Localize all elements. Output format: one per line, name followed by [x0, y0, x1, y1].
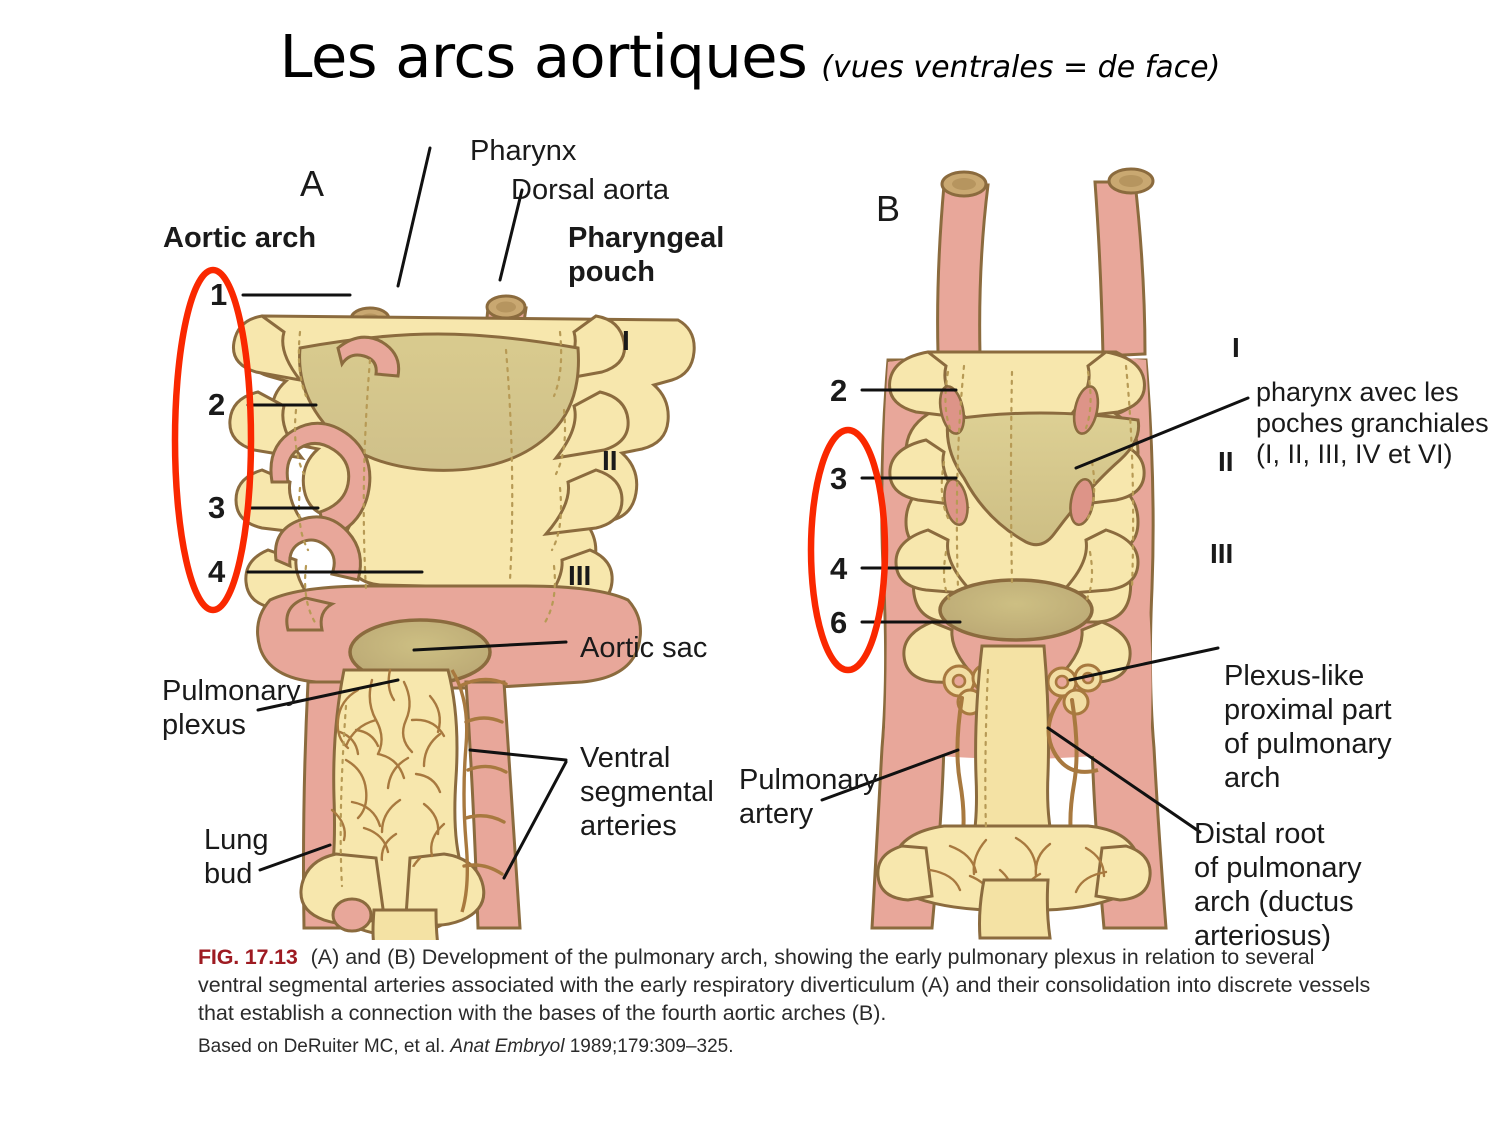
leader-lines: [241, 146, 1250, 880]
dorsal-aorta-tubes-b: [936, 167, 1155, 358]
dotted-guides-a: [293, 330, 567, 888]
red-highlight-ellipse-b: [807, 426, 889, 674]
panel-a-heading-aortic-arch: Aortic arch: [163, 222, 317, 254]
label-pulmonary-artery-line1-b: Pulmonary: [739, 764, 878, 796]
roman-numeral-II-a: II: [602, 445, 618, 476]
arch-number-2-b: 2: [830, 373, 848, 408]
annotation-fr-line1: pharynx avec les: [1256, 377, 1459, 407]
leader-pharynx-fr-b: [1074, 396, 1250, 470]
arch-number-2-a: 2: [208, 387, 226, 422]
leader-pulm-plexus-a: [256, 678, 400, 712]
label-pulmonary-plexus-line2-a: plexus: [162, 709, 246, 741]
dotted-guides-b: [940, 364, 1135, 832]
label-dorsal-aorta-a: Dorsal aorta: [511, 174, 669, 206]
arch-number-1-a: 1: [210, 277, 228, 312]
label-lung-bud-line2-a: bud: [204, 858, 253, 890]
label-plexus-like-line4-b: arch: [1224, 762, 1281, 794]
roman-numeral-III-b: III: [1210, 538, 1234, 569]
label-lung-bud-line1-a: Lung: [204, 824, 269, 856]
leader-plexus-like-b: [1068, 646, 1220, 682]
figure-number: FIG. 17.13: [198, 945, 298, 969]
figure-caption-body: (A) and (B) Development of the pulmonary…: [198, 945, 1371, 1025]
label-pharynx-a: Pharynx: [470, 135, 577, 167]
figure-source: Based on DeRuiter MC, et al. Anat Embryo…: [198, 1035, 1378, 1060]
label-aortic-sac-a: Aortic sac: [580, 632, 708, 664]
label-ventral-segmental-line1-a: Ventral: [580, 742, 671, 774]
label-pulmonary-artery-line2-b: artery: [739, 798, 814, 830]
source-suffix: 1989;179:309–325.: [564, 1035, 734, 1057]
panel-a-letter: A: [300, 163, 325, 204]
title-main-text: Les arcs aortiques: [279, 22, 808, 91]
source-prefix: Based on DeRuiter MC, et al.: [198, 1035, 451, 1057]
pulmonary-plexus-network-a: [330, 668, 446, 870]
label-ventral-segmental-line3-a: arteries: [580, 810, 677, 842]
roman-numeral-II-b: II: [1218, 446, 1234, 477]
panel-b-artwork: [870, 167, 1168, 940]
roman-numeral-III-a: III: [568, 560, 592, 591]
respiratory-trunk-b: [970, 644, 1056, 848]
label-distal-root-line1-b: Distal root: [1194, 818, 1325, 850]
leader-vsa-a-1: [468, 748, 568, 762]
label-plexus-like-line1-b: Plexus-like: [1224, 660, 1365, 692]
label-pulmonary-plexus-line1-a: Pulmonary: [162, 675, 301, 707]
title-subtitle-text: (vues ventrales = de face): [821, 50, 1221, 85]
leader-pharynx-a: [396, 146, 432, 288]
arch-number-4-a: 4: [208, 554, 226, 589]
aortic-sac-b: [938, 578, 1094, 642]
annotation-fr-line2: poches granchiales: [1256, 408, 1489, 438]
arch-number-3-a: 3: [208, 490, 226, 525]
red-highlight-ellipse-a: [171, 266, 255, 614]
figure-caption: FIG. 17.13(A) and (B) Development of the…: [198, 944, 1378, 1060]
ventral-segmental-arteries-a: [458, 677, 508, 876]
label-pharyngeal-pouch-line2-a: pouch: [568, 256, 655, 288]
label-distal-root-line3-b: arch (ductus: [1194, 886, 1354, 918]
roman-numeral-I-b: I: [1232, 332, 1240, 363]
label-ventral-segmental-line2-a: segmental: [580, 776, 714, 808]
arch-number-4-b: 4: [830, 551, 848, 586]
leader-aortic-sac-a: [412, 640, 568, 652]
label-pharyngeal-pouch-line1-a: Pharyngeal: [568, 222, 725, 254]
annotation-fr-line3: (I, II, III, IV et VI): [1256, 439, 1453, 469]
source-journal: Anat Embryol: [450, 1035, 565, 1057]
label-distal-root-line2-b: of pulmonary: [1194, 852, 1362, 884]
leader-vsa-a-2: [502, 760, 568, 880]
leader-pulm-artery-b: [820, 748, 960, 802]
leader-dorsal-aorta-a: [498, 188, 524, 282]
page-title: Les arcs aortiques (vues ventrales = de f…: [0, 22, 1500, 91]
lung-bud-lobes-b: [876, 844, 1152, 902]
leader-distal-root-b: [1046, 726, 1202, 834]
arch-number-6-b: 6: [830, 605, 848, 640]
figure-illustration: [0, 110, 1500, 940]
panel-b-letter: B: [876, 188, 901, 229]
label-plexus-like-line2-b: proximal part: [1224, 694, 1392, 726]
arch-number-3-b: 3: [830, 461, 848, 496]
panel-a-artwork: [228, 294, 696, 940]
leader-lung-bud-a: [258, 843, 332, 872]
label-plexus-like-line3-b: of pulmonary: [1224, 728, 1392, 760]
roman-numeral-I-a: I: [622, 325, 630, 356]
label-distal-root-line4-b: arteriosus): [1194, 920, 1331, 952]
